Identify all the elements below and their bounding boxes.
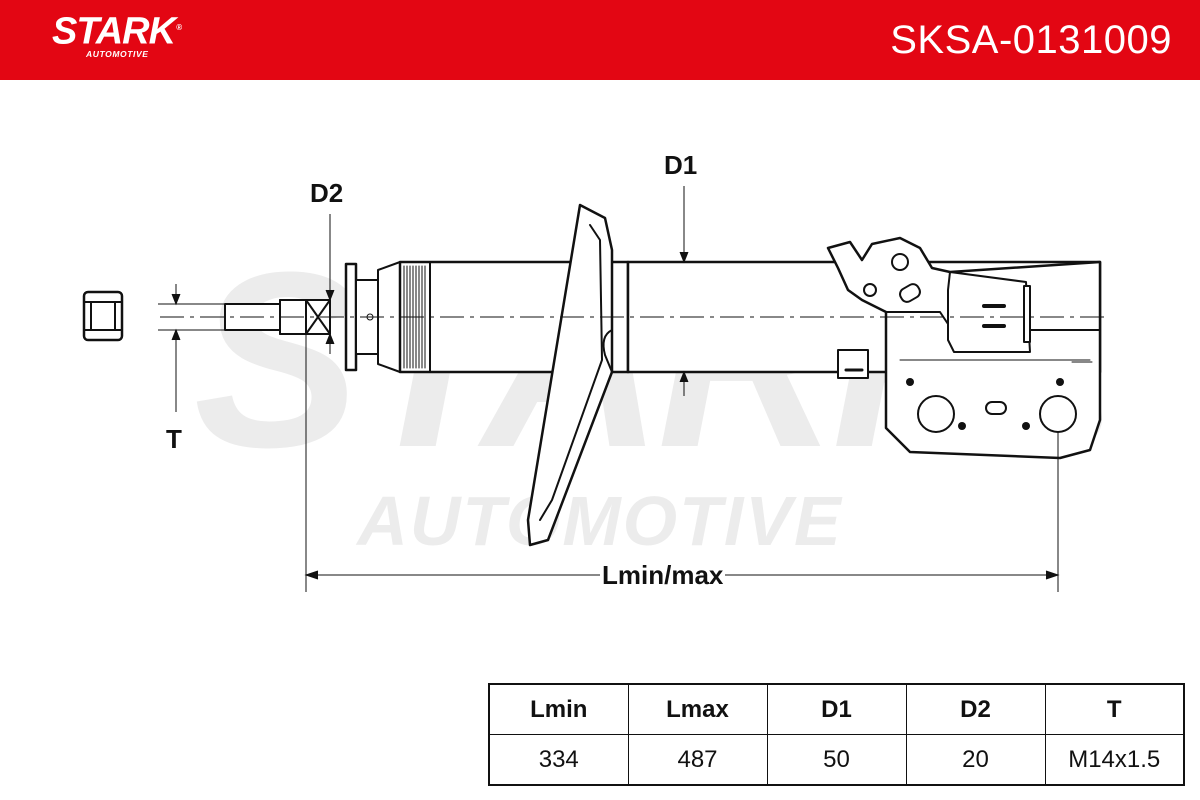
specs-value-d1: 50 <box>766 734 907 786</box>
specs-value-d2: 20 <box>905 734 1046 786</box>
bracket-dots <box>906 378 1064 430</box>
specs-header-d2: D2 <box>905 683 1046 735</box>
brand-subtitle: AUTOMOTIVE <box>86 48 149 59</box>
top-nut <box>82 290 124 342</box>
specs-value-t: M14x1.5 <box>1044 734 1185 786</box>
specs-header-lmin: Lmin <box>488 683 629 735</box>
specs-table: Lmin Lmax D1 D2 T 334 487 50 20 M14x1.5 <box>488 683 1185 786</box>
d1-label: D1 <box>662 150 700 180</box>
dimension-d1 <box>679 186 689 396</box>
specs-value-lmin: 334 <box>488 734 629 786</box>
brand-name: STARK® <box>52 10 182 53</box>
knuckle-bracket <box>826 236 1102 460</box>
brand-header: STARK® AUTOMOTIVE SKSA-0131009 <box>0 0 1200 80</box>
dimension-d2 <box>325 214 335 354</box>
brand-logo: STARK® AUTOMOTIVE <box>52 8 182 59</box>
sensor-clip <box>837 349 869 379</box>
part-number: SKSA-0131009 <box>890 18 1172 62</box>
specs-value-row: 334 487 50 20 M14x1.5 <box>488 734 1185 786</box>
d2-label: D2 <box>308 178 346 208</box>
length-label: Lmin/max <box>600 560 726 590</box>
specs-value-lmax: 487 <box>627 734 768 786</box>
t-label: T <box>164 424 184 454</box>
specs-header-t: T <box>1044 683 1185 735</box>
registered-mark: ® <box>176 23 182 32</box>
spring-seat <box>526 203 614 547</box>
dimension-t <box>158 284 225 412</box>
specs-header-d1: D1 <box>766 683 907 735</box>
specs-header-lmax: Lmax <box>627 683 768 735</box>
specs-header-row: Lmin Lmax D1 D2 T <box>488 683 1185 735</box>
